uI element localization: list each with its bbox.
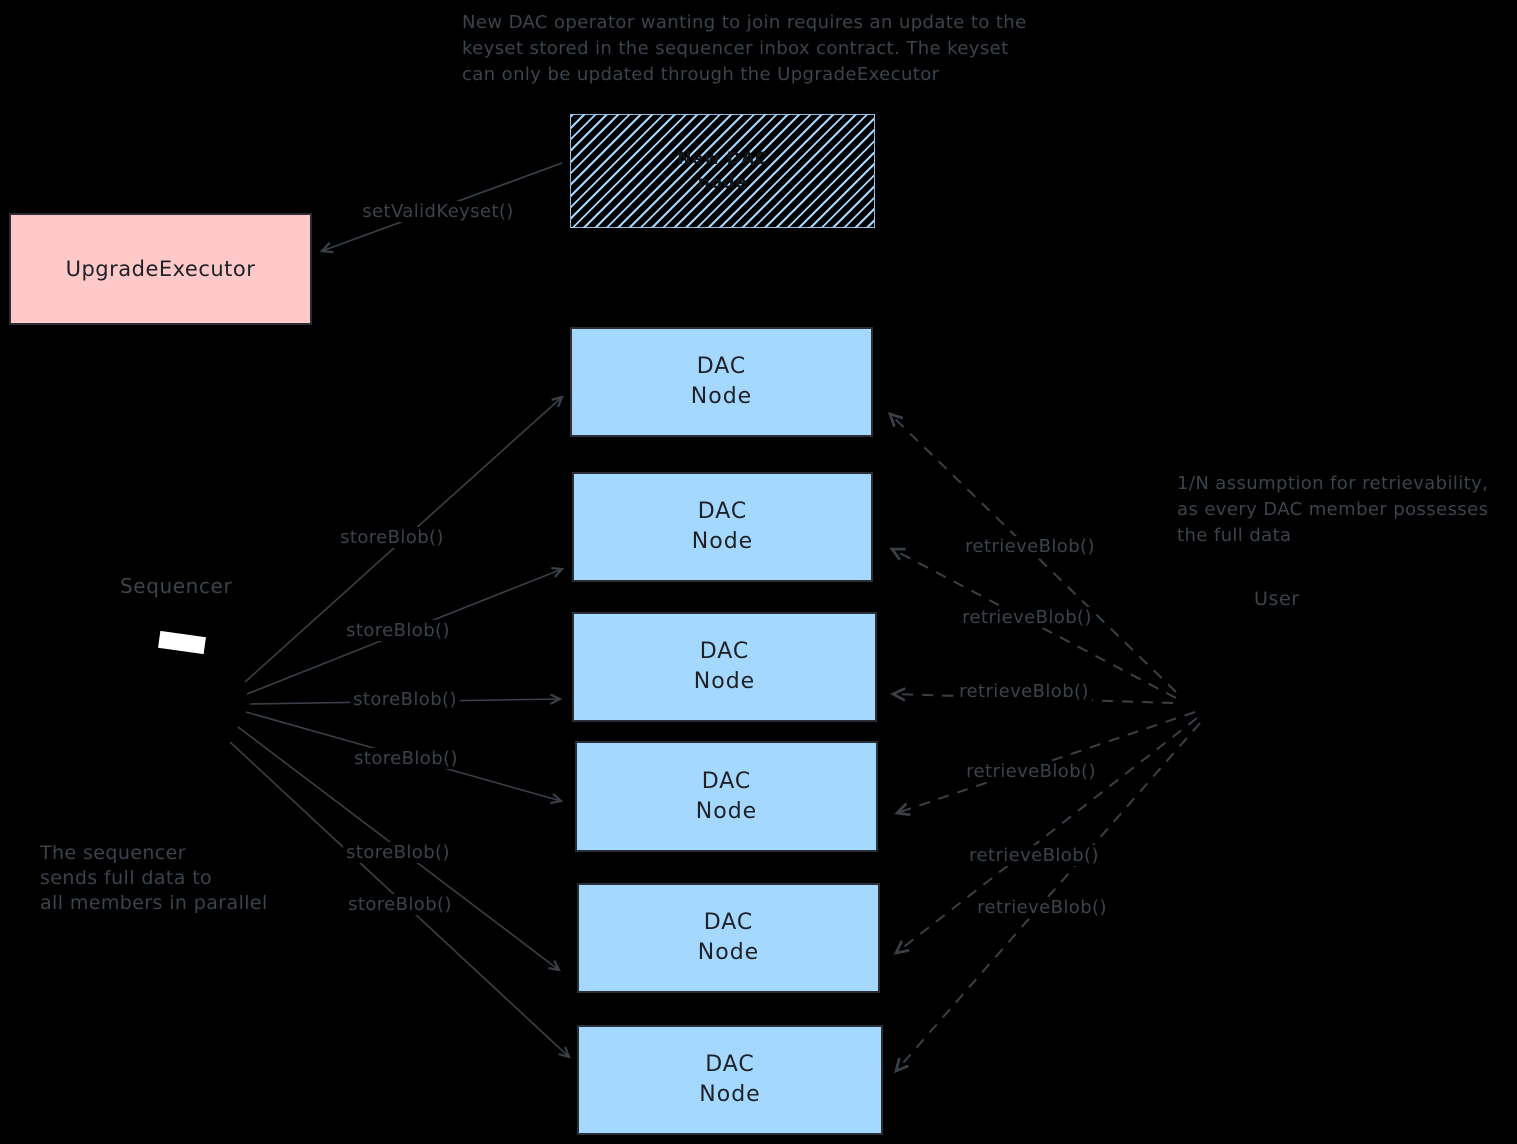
new-dac-node-label-line2: node [697, 173, 748, 193]
retrieve-blob-arrow-4 [894, 711, 1196, 817]
dac-node-6-label-line2: Node [699, 1082, 761, 1107]
sequencer-note-line3: all members in parallel [40, 892, 268, 914]
store-blob-label-1: storeBlob() [337, 527, 447, 548]
dac-node-5-label-line2: Node [697, 940, 760, 965]
retrievability-note-line2: as every DAC member possesses [1177, 499, 1489, 520]
retrievability-note: 1/N assumption for retrievability, as ev… [1177, 471, 1488, 549]
sequencer-note-line1: The sequencer [40, 842, 186, 864]
dac-node-5-label-line1: DAC [703, 910, 754, 935]
keyset-note-line1: New DAC operator wanting to join require… [462, 12, 1027, 33]
store-blob-label-2: storeBlob() [343, 620, 453, 641]
retrieve-blob-label-1: retrieveBlob() [962, 536, 1098, 557]
dac-node-box-5: DAC Node [577, 883, 880, 993]
set-valid-keyset-label: setValidKeyset() [359, 201, 517, 222]
dac-node-4-label-line2: Node [695, 798, 758, 824]
dac-node-2-label-line1: DAC [697, 499, 748, 524]
dac-node-4-label-line1: DAC [701, 768, 752, 794]
retrieve-blob-arrow-5 [893, 717, 1198, 955]
keyset-note-line3: can only be updated through the UpgradeE… [462, 64, 940, 85]
dac-node-box-6: DAC Node [577, 1025, 883, 1135]
sequencer-note: The sequencer sends full data to all mem… [40, 841, 268, 916]
dac-node-3-label-line1: DAC [699, 639, 750, 664]
dac-node-6-label-line1: DAC [705, 1052, 755, 1077]
retrieve-blob-label-6: retrieveBlob() [974, 897, 1110, 918]
retrievability-note-line3: the full data [1177, 525, 1292, 546]
user-label: User [1254, 588, 1300, 610]
retrieve-blob-label-5: retrieveBlob() [966, 845, 1102, 866]
dac-node-1-label-line2: Node [690, 384, 753, 409]
retrieve-blob-label-4: retrieveBlob() [963, 761, 1099, 782]
dac-node-box-1: DAC Node [570, 327, 873, 437]
sequencer-label: Sequencer [120, 574, 233, 598]
store-blob-label-3: storeBlob() [350, 689, 460, 710]
dac-node-box-4: DAC Node [575, 741, 878, 852]
dac-node-3-label-line2: Node [693, 669, 756, 694]
retrieve-blob-arrow-1 [887, 411, 1177, 693]
retrieve-blob-label-2: retrieveBlob() [959, 607, 1095, 628]
sequencer-note-line2: sends full data to [40, 867, 213, 889]
dac-node-1-label-line1: DAC [696, 354, 747, 379]
upgrade-executor-label: UpgradeExecutor [65, 257, 256, 281]
store-blob-label-4: storeBlob() [351, 748, 461, 769]
new-dac-node-box: New DAC node [570, 114, 875, 228]
new-dac-node-label-line1: New DAC [677, 149, 768, 169]
retrieve-blob-label-3: retrieveBlob() [956, 681, 1092, 702]
keyset-note-line2: keyset stored in the sequencer inbox con… [462, 38, 1009, 59]
dac-node-box-3: DAC Node [572, 612, 877, 722]
keyset-note: New DAC operator wanting to join require… [462, 10, 1027, 88]
dac-node-box-2: DAC Node [572, 472, 873, 582]
upgrade-executor-box: UpgradeExecutor [9, 213, 312, 325]
dac-node-2-label-line2: Node [691, 529, 754, 554]
store-blob-label-6: storeBlob() [345, 894, 455, 915]
store-blob-label-5: storeBlob() [343, 842, 453, 863]
retrievability-note-line1: 1/N assumption for retrievability, [1177, 473, 1489, 494]
retrieve-blob-arrow-6 [894, 722, 1201, 1074]
